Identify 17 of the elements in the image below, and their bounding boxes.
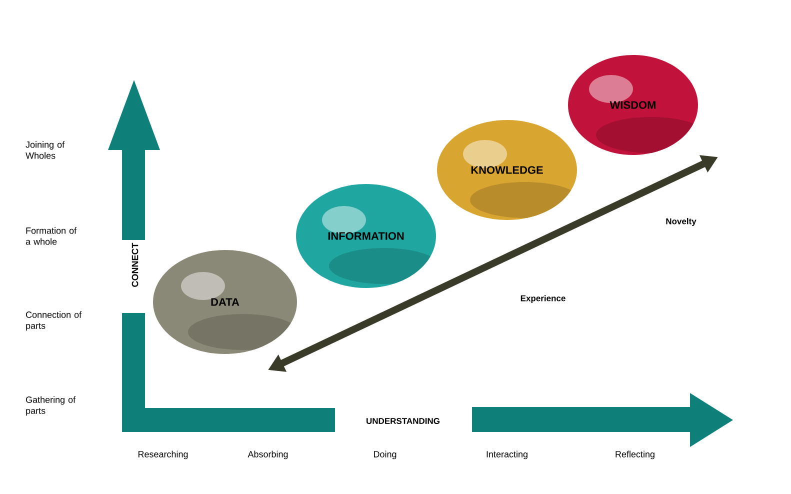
sphere-node: DATA — [153, 250, 297, 354]
sphere-node: KNOWLEDGE — [437, 120, 577, 220]
axis-tick-label: Researching — [138, 450, 188, 460]
sphere-node: INFORMATION — [296, 184, 436, 288]
axis-tick-label: Absorbing — [248, 450, 288, 460]
axis-level-label: Gathering of parts — [26, 396, 76, 416]
axis-level-label: Joining of Wholes — [26, 141, 65, 159]
axis-title: Experience — [518, 293, 568, 305]
axis-title: Novelty — [664, 216, 698, 228]
sphere-node: WISDOM — [568, 55, 698, 155]
axis-level-label: Formation of a whole — [26, 227, 77, 245]
axis-tick-label: Doing — [374, 450, 396, 460]
axis-tick-label: Interacting — [486, 450, 528, 460]
axis-tick-label: Reflecting — [616, 450, 654, 460]
axis-level-label: Connection of parts — [26, 311, 82, 331]
axis-title: UNDERSTANDING — [364, 416, 442, 426]
axis-title: CONNECT — [132, 242, 138, 287]
